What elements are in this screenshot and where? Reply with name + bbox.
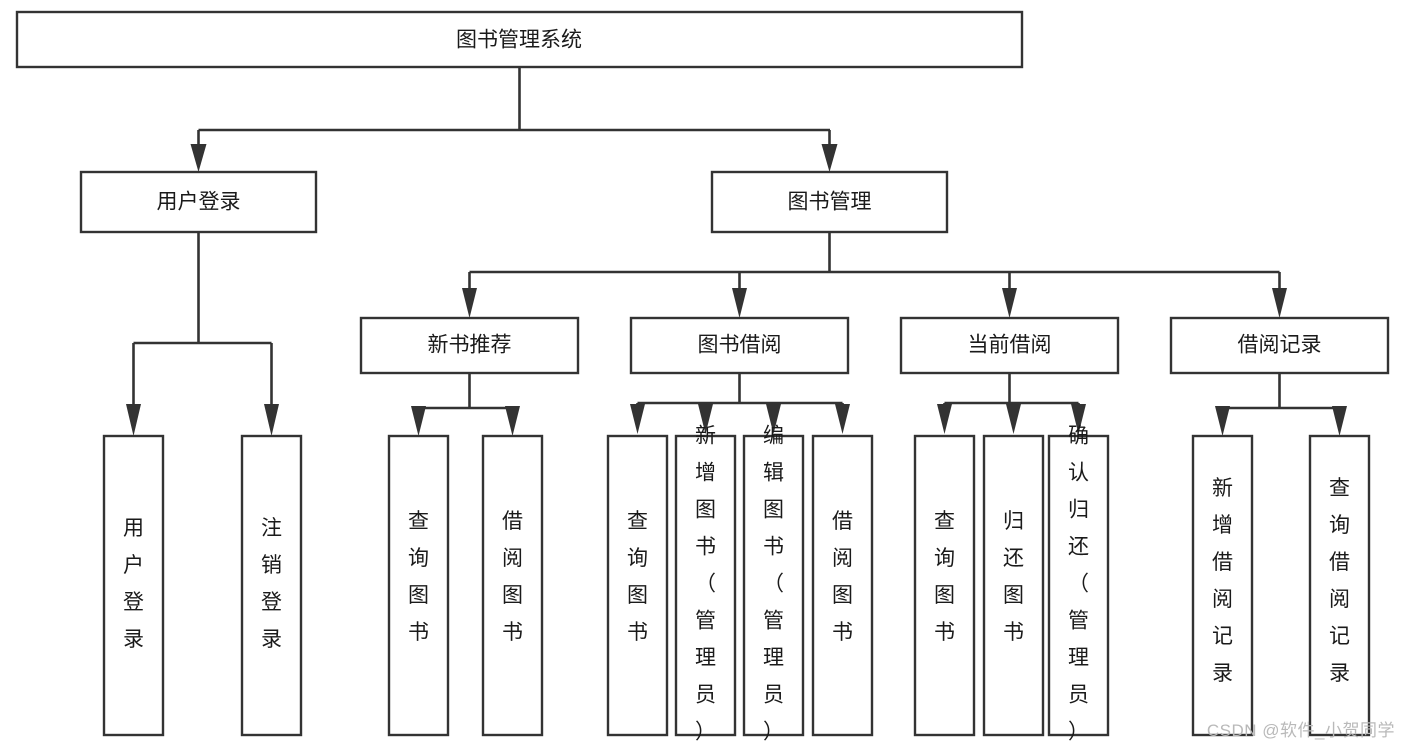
arrow-leaf7 xyxy=(766,404,781,434)
node-leaf3-label: 查询图书 xyxy=(408,510,429,644)
node-newbook[interactable]: 新书推荐 xyxy=(359,316,580,375)
node-leaf7-box[interactable] xyxy=(742,434,805,737)
node-leaf4-label: 借阅图书 xyxy=(502,510,523,644)
arrow-leaf11 xyxy=(1071,404,1086,434)
node-leaf12-box[interactable] xyxy=(1191,434,1254,737)
node-leaf4-box[interactable] xyxy=(481,434,544,737)
arrow-leaf10 xyxy=(1006,404,1021,434)
node-leaf9-label: 查询图书 xyxy=(934,510,955,644)
node-login[interactable]: 用户登录 xyxy=(79,170,318,234)
node-root-label: 图书管理系统 xyxy=(456,29,582,52)
node-leaf7-label: 编辑图书（管理员） xyxy=(763,425,784,744)
arrow-borrow xyxy=(732,288,747,318)
node-leaf9-box[interactable] xyxy=(913,434,976,737)
node-leaf6[interactable]: 新增图书（管理员） xyxy=(674,425,737,744)
arrow-leaf2 xyxy=(264,404,279,436)
node-current[interactable]: 当前借阅 xyxy=(899,316,1120,375)
node-login-label: 用户登录 xyxy=(157,191,241,214)
node-login-box[interactable] xyxy=(79,170,318,234)
node-current-label: 当前借阅 xyxy=(968,334,1052,357)
csdn-watermark: CSDN @软件_小贺同学 xyxy=(1206,721,1395,740)
arrow-leaf3 xyxy=(411,406,426,436)
node-record[interactable]: 借阅记录 xyxy=(1169,316,1390,375)
node-leaf11[interactable]: 确认归还（管理员） xyxy=(1047,425,1110,744)
arrow-leaf9 xyxy=(937,404,952,434)
arrow-leaf8 xyxy=(835,404,850,434)
node-leaf3[interactable]: 查询图书 xyxy=(387,434,450,737)
node-leaf2[interactable]: 注销登录 xyxy=(240,434,303,737)
node-record-label: 借阅记录 xyxy=(1238,334,1322,357)
node-leaf6-label: 新增图书（管理员） xyxy=(695,425,716,744)
node-record-box[interactable] xyxy=(1169,316,1390,375)
node-leaf12-label: 新增借阅记录 xyxy=(1212,477,1233,685)
arrow-record xyxy=(1272,288,1287,318)
edge-layer xyxy=(126,67,1347,436)
node-root-box[interactable] xyxy=(15,10,1024,69)
node-leaf10-box[interactable] xyxy=(982,434,1045,737)
arrow-leaf5 xyxy=(630,404,645,434)
node-borrow-box[interactable] xyxy=(629,316,850,375)
arrow-leaf12 xyxy=(1215,406,1230,436)
node-leaf6-box[interactable] xyxy=(674,434,737,737)
node-leaf8-label: 借阅图书 xyxy=(832,510,853,644)
node-bookmgmt-label: 图书管理 xyxy=(788,191,872,214)
node-bookmgmt-box[interactable] xyxy=(710,170,949,234)
node-leaf3-box[interactable] xyxy=(387,434,450,737)
node-leaf5-label: 查询图书 xyxy=(627,510,648,644)
arrow-to-bookmgmt xyxy=(821,144,838,172)
arrow-leaf1 xyxy=(126,404,141,436)
arrow-newbook xyxy=(462,288,477,318)
node-leaf11-label: 确认归还（管理员） xyxy=(1068,425,1089,744)
node-current-box[interactable] xyxy=(899,316,1120,375)
node-leaf5[interactable]: 查询图书 xyxy=(606,434,669,737)
node-leaf1-label: 用户登录 xyxy=(123,517,144,651)
node-leaf5-box[interactable] xyxy=(606,434,669,737)
node-newbook-label: 新书推荐 xyxy=(428,334,512,357)
node-leaf9[interactable]: 查询图书 xyxy=(913,434,976,737)
arrow-to-login xyxy=(190,144,207,172)
node-bookmgmt[interactable]: 图书管理 xyxy=(710,170,949,234)
node-leaf13-label: 查询借阅记录 xyxy=(1329,477,1350,685)
arrow-leaf13 xyxy=(1332,406,1347,436)
node-leaf1-box[interactable] xyxy=(102,434,165,737)
node-leaf13-box[interactable] xyxy=(1308,434,1371,737)
node-leaf2-box[interactable] xyxy=(240,434,303,737)
node-leaf10-label: 归还图书 xyxy=(1003,510,1024,644)
node-root[interactable]: 图书管理系统 xyxy=(15,10,1024,69)
arrow-current xyxy=(1002,288,1017,318)
node-borrow-label: 图书借阅 xyxy=(698,334,782,357)
node-leaf8[interactable]: 借阅图书 xyxy=(811,434,874,737)
node-newbook-box[interactable] xyxy=(359,316,580,375)
node-leaf11-box[interactable] xyxy=(1047,434,1110,737)
node-leaf2-label: 注销登录 xyxy=(261,517,282,651)
node-borrow[interactable]: 图书借阅 xyxy=(629,316,850,375)
arrow-leaf6 xyxy=(698,404,713,434)
node-leaf12[interactable]: 新增借阅记录 xyxy=(1191,434,1254,737)
node-leaf8-box[interactable] xyxy=(811,434,874,737)
node-leaf4[interactable]: 借阅图书 xyxy=(481,434,544,737)
node-leaf7[interactable]: 编辑图书（管理员） xyxy=(742,425,805,744)
arrow-leaf4 xyxy=(505,406,520,436)
node-leaf1[interactable]: 用户登录 xyxy=(102,434,165,737)
node-leaf13[interactable]: 查询借阅记录 xyxy=(1308,434,1371,737)
node-leaf10[interactable]: 归还图书 xyxy=(982,434,1045,737)
